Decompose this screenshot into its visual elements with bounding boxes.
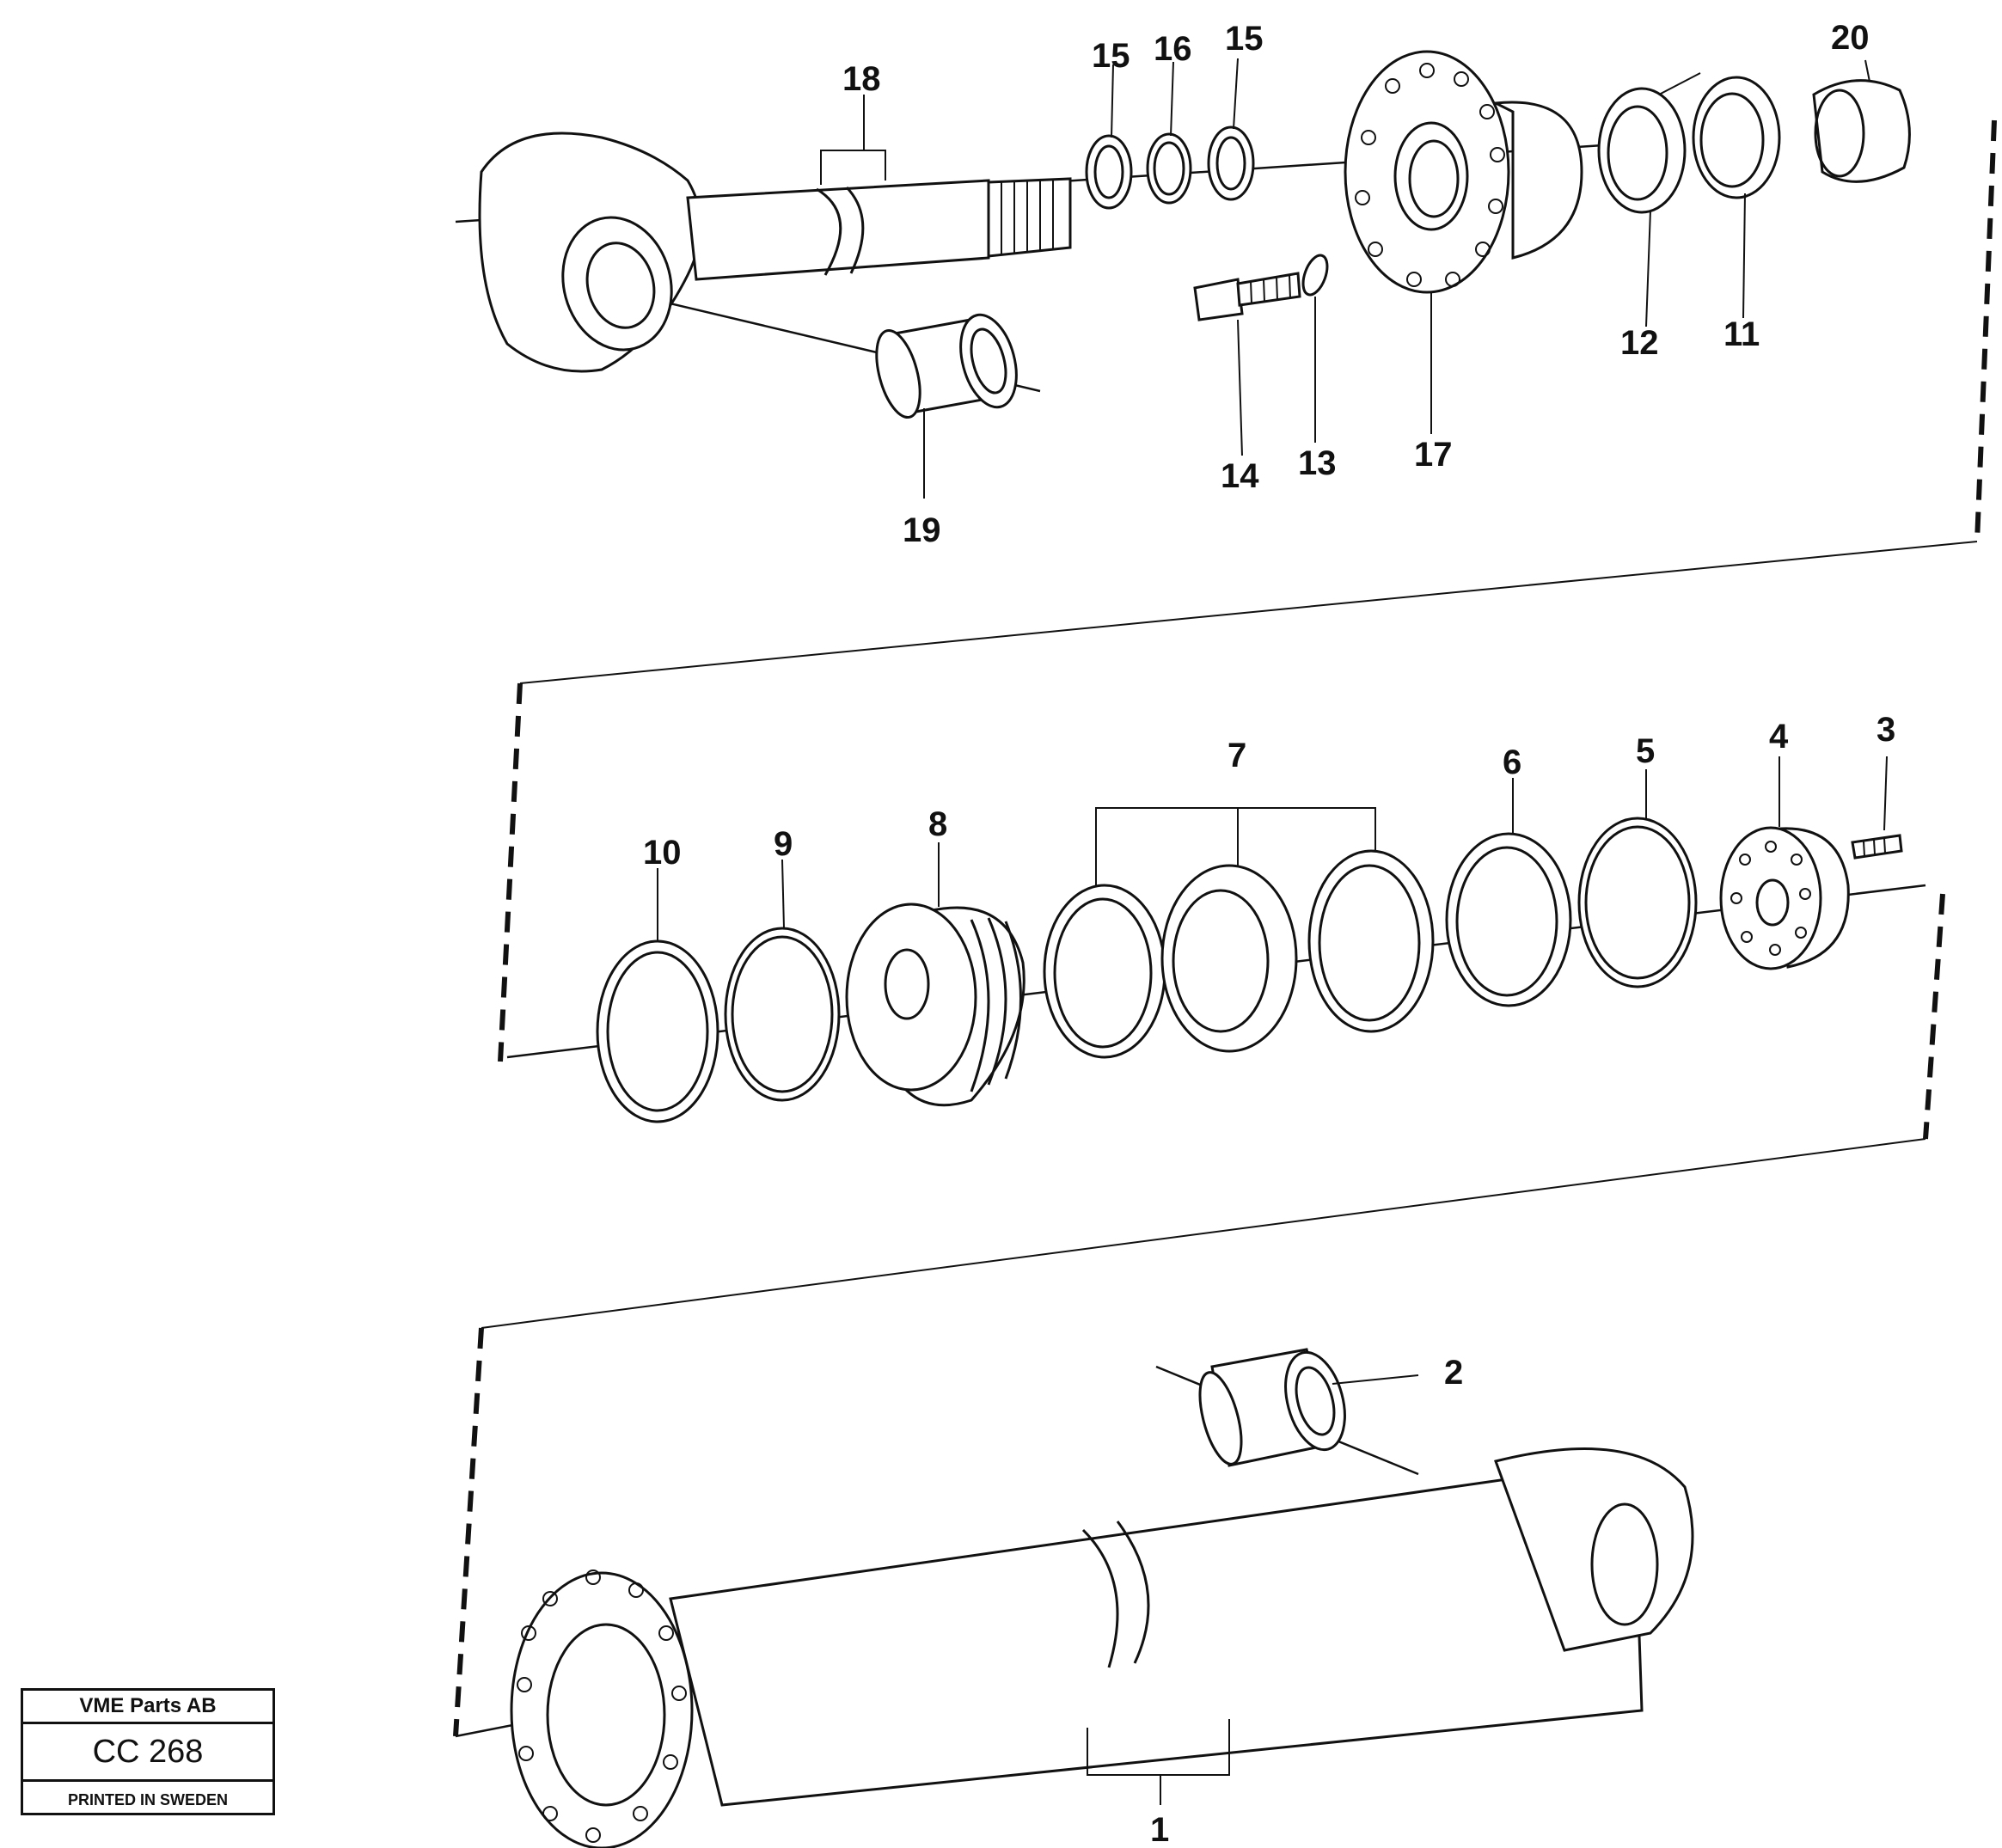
callout-14: 14 (1221, 457, 1259, 495)
callout-12: 12 (1620, 324, 1659, 362)
callout-18: 18 (842, 60, 881, 98)
print-note: PRINTED IN SWEDEN (67, 1790, 228, 1808)
callout-4: 4 (1769, 718, 1789, 756)
title-block: VME Parts AB CC 268 PRINTED IN SWEDEN (21, 1688, 275, 1815)
piston-rod-assembly (455, 132, 1617, 419)
assembly-dashed-connectors (453, 119, 1997, 1737)
rod-seal-rings (1085, 125, 1255, 210)
callout-5: 5 (1636, 732, 1655, 770)
callout-7: 7 (1228, 737, 1246, 774)
callout-15b: 15 (1225, 20, 1264, 58)
cylinder-tube (455, 1348, 1694, 1848)
leader-lines (657, 58, 1888, 1805)
callout-11: 11 (1723, 315, 1760, 353)
bolt-and-washer (1193, 254, 1329, 321)
callout-8: 8 (928, 805, 947, 843)
callout-6: 6 (1503, 743, 1521, 781)
callout-10: 10 (643, 834, 682, 872)
callout-9: 9 (774, 825, 793, 863)
callout-1: 1 (1150, 1811, 1169, 1848)
callout-17: 17 (1414, 436, 1453, 474)
piston-assembly (506, 817, 1926, 1123)
cylinder-head (1344, 50, 1583, 294)
callout-16: 16 (1154, 30, 1192, 68)
callout-13: 13 (1298, 444, 1337, 482)
callout-19: 19 (903, 511, 941, 549)
callout-2: 2 (1444, 1354, 1463, 1392)
callout-20: 20 (1831, 19, 1870, 57)
company-name: VME Parts AB (23, 1691, 272, 1724)
diagram-code: CC 268 (23, 1724, 272, 1782)
callout-labels: 18 15 16 15 20 12 11 17 13 14 19 10 9 8 … (643, 19, 1895, 1848)
head-seals (1597, 76, 1911, 214)
callout-15a: 15 (1092, 37, 1130, 75)
callout-3: 3 (1876, 711, 1895, 749)
